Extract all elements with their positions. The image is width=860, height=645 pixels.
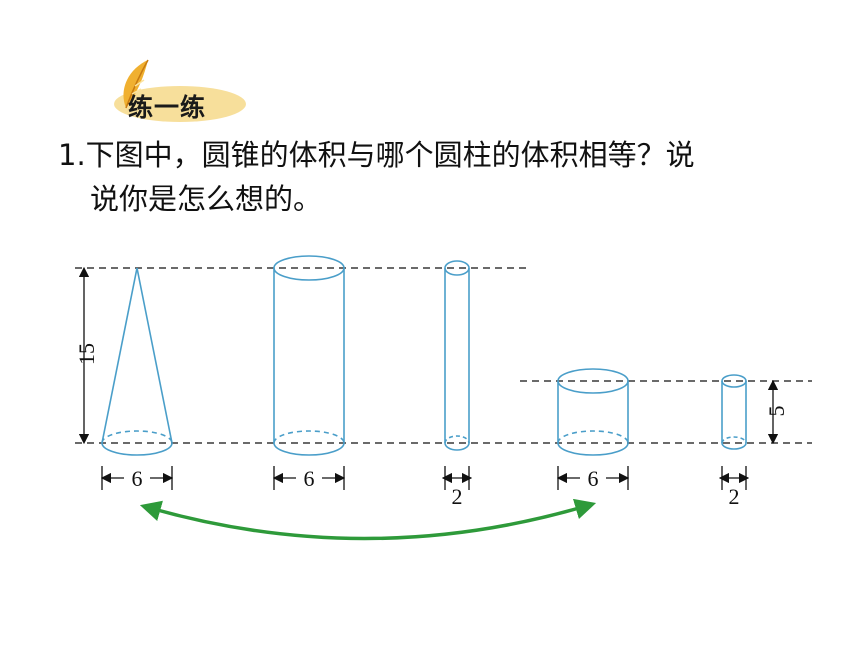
height-15-label: 15	[74, 343, 99, 365]
feather-icon	[123, 59, 149, 109]
banner-title: 练一练	[128, 93, 207, 122]
cylinder-tall-narrow	[444, 260, 470, 451]
cylinder-tall-wide	[273, 255, 345, 456]
banner-background	[114, 86, 246, 122]
cylinder-1-diameter-dimension: 6	[272, 466, 346, 491]
height-5-dimension: 5	[764, 379, 789, 445]
question-line-1: 1.下图中，圆锥的体积与哪个圆柱的体积相等？说	[58, 138, 695, 172]
cone	[101, 267, 173, 456]
height-5-label: 5	[764, 406, 789, 417]
cone-diameter-dimension: 6	[100, 466, 174, 491]
answer-double-arrow	[139, 498, 597, 541]
cylinder-short-wide	[557, 368, 629, 456]
cone-diameter-label: 6	[132, 466, 143, 491]
cylinder-2-diameter-dimension: 2	[441, 466, 473, 509]
height-15-dimension: 15	[74, 266, 99, 445]
cylinder-1-diameter-label: 6	[304, 466, 315, 491]
cylinder-4-diameter-label: 2	[729, 484, 740, 509]
cylinder-2-diameter-label: 2	[452, 484, 463, 509]
cylinder-3-diameter-dimension: 6	[556, 466, 630, 491]
cylinder-short-narrow	[721, 374, 747, 450]
practice-banner	[114, 59, 246, 122]
cylinder-4-diameter-dimension: 2	[718, 466, 750, 509]
question-line-2: 说你是怎么想的。	[90, 182, 323, 216]
cylinder-3-diameter-label: 6	[588, 466, 599, 491]
